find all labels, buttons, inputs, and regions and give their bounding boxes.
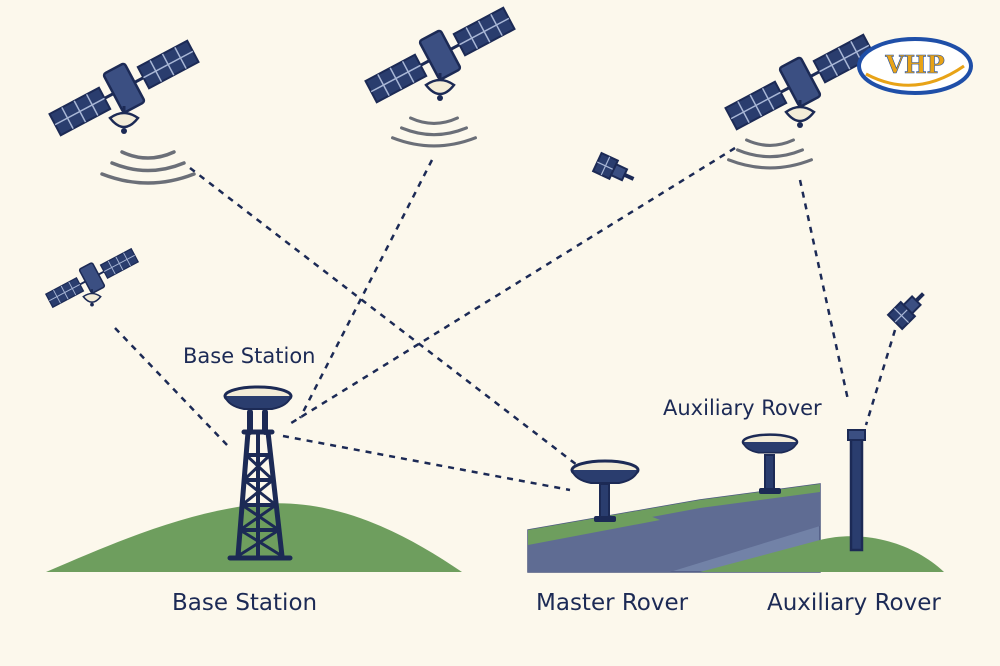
satellite-icon [591,151,640,191]
antenna-icon [570,459,640,522]
logo-text: VHP [884,50,944,79]
auxiliary-rover-bottom-label: Auxiliary Rover [767,590,941,616]
signal-line [282,434,571,492]
signal-waves-icon [727,138,813,170]
signal-line [798,179,850,401]
vhp-logo: VHP [857,37,973,95]
signal-waves-icon [391,116,477,148]
satellite-icon [359,0,521,113]
master-rover-bottom-label: Master Rover [536,590,689,616]
signal-line [298,159,434,419]
satellite-icon [883,278,936,337]
signal-line [287,146,736,427]
right-terrain-block [527,483,944,573]
signal-line [114,327,229,447]
base-station-bottom-label: Base Station [172,590,318,616]
tower-icon [227,409,293,561]
antenna-icon [223,385,293,411]
signal-line [864,329,897,426]
antenna-icon [741,433,799,494]
satellite-icon [41,242,143,314]
signal-lines [114,146,897,492]
signal-waves-icon [100,150,196,185]
rover-pole [847,429,866,552]
base-station-top-label: Base Station [183,344,316,368]
signal-line [189,167,591,476]
satellite-icon [43,30,205,146]
auxiliary-rover-top-label: Auxiliary Rover [663,396,822,420]
